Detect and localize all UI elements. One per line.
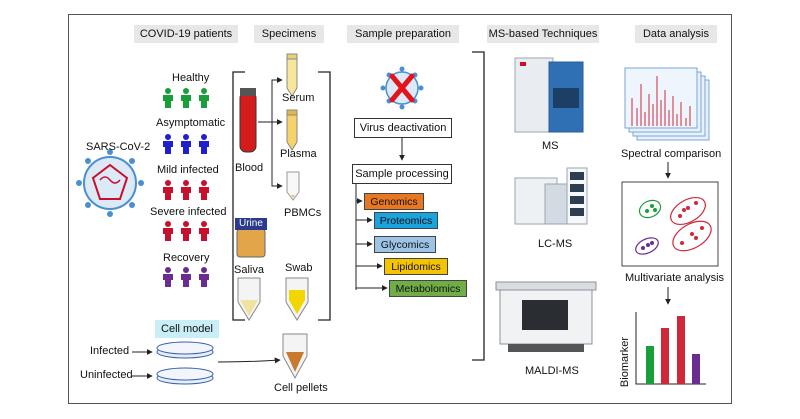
specimen-urine: Urine (239, 218, 263, 229)
severe-infected-patients-icon (163, 221, 209, 241)
ms-bracket (472, 51, 485, 361)
specimens-bracket (318, 71, 331, 321)
header-sample-preparation: Sample preparation (347, 25, 459, 43)
specimen-blood: Blood (235, 162, 264, 174)
mild-infected-patients-icon (163, 180, 209, 200)
uninfected-dish-icon (156, 367, 214, 385)
header-ms-techniques: MS-based Techniques (487, 25, 599, 43)
diagram-frame (68, 14, 732, 404)
plasma-tube-icon (286, 109, 298, 151)
pbmcs-tube-icon (286, 171, 300, 201)
sample-processing-box: Sample processing (352, 164, 452, 184)
patient-group-recovery: Recovery (163, 252, 210, 264)
sars-cov-2-virus-icon (76, 149, 144, 217)
biomarker-bar-chart-icon (635, 312, 706, 385)
header-patients: COVID-19 patients (134, 25, 238, 43)
asymptomatic-patients-icon (163, 134, 209, 154)
biomarker-bar (661, 328, 669, 384)
cell-model-label: Cell model (155, 320, 219, 338)
biomarker-bar (692, 354, 700, 384)
urine-cup-icon (235, 218, 267, 258)
header-data-analysis: Data analysis (635, 25, 717, 43)
deactivated-virus-icon (380, 66, 424, 110)
blood-tube-icon (239, 88, 257, 153)
lc-ms-label: LC-MS (538, 238, 573, 250)
maldi-ms-label: MALDI-MS (525, 365, 579, 377)
saliva-tube-icon (237, 277, 261, 321)
spectral-comparison-label: Spectral comparison (621, 148, 722, 160)
omics-glycomics: Glycomics (374, 236, 436, 253)
spectra-stack-icon (624, 67, 710, 141)
serum-tube-icon (286, 53, 298, 97)
biomarker-bar (677, 316, 685, 384)
patient-group-mild-infected: Mild infected (157, 164, 219, 176)
specimen-cell-pellets: Cell pellets (274, 382, 328, 394)
swab-tube-icon (285, 277, 309, 321)
ms-instrument-icon (514, 57, 584, 133)
omics-metabolomics: Metabolomics (389, 280, 467, 297)
ms-label: MS (542, 140, 559, 152)
specimen-plasma: Plasma (280, 148, 317, 160)
biomarker-axis-label: Biomarker (619, 336, 632, 388)
biomarker-bar (646, 346, 654, 384)
multivariate-analysis-label: Multivariate analysis (625, 272, 725, 284)
multivariate-plot-icon (621, 181, 719, 267)
specimen-saliva: Saliva (234, 264, 264, 276)
specimen-swab: Swab (285, 262, 313, 274)
cell-model-infected: Infected (90, 345, 130, 357)
virus-label: SARS-CoV-2 (86, 141, 151, 153)
specimen-serum: Serum (282, 92, 315, 104)
patients-bracket (232, 71, 245, 321)
patient-group-asymptomatic: Asymptomatic (156, 117, 226, 129)
omics-genomics: Genomics (364, 193, 424, 210)
omics-lipidomics: Lipidomics (384, 258, 448, 275)
healthy-patients-icon (163, 88, 209, 108)
patient-group-severe-infected: Severe infected (150, 206, 227, 218)
cell-pellets-tube-icon (282, 333, 308, 380)
specimen-pbmcs: PBMCs (284, 207, 322, 219)
patient-group-healthy: Healthy (172, 72, 210, 84)
cell-model-uninfected: Uninfected (80, 369, 133, 381)
lc-ms-instrument-icon (514, 167, 588, 225)
omics-proteomics: Proteomics (374, 212, 438, 229)
header-specimens: Specimens (254, 25, 324, 43)
maldi-ms-instrument-icon (495, 281, 597, 352)
infected-dish-icon (156, 341, 214, 359)
recovery-patients-icon (163, 267, 209, 287)
virus-deactivation-box: Virus deactivation (354, 118, 452, 138)
